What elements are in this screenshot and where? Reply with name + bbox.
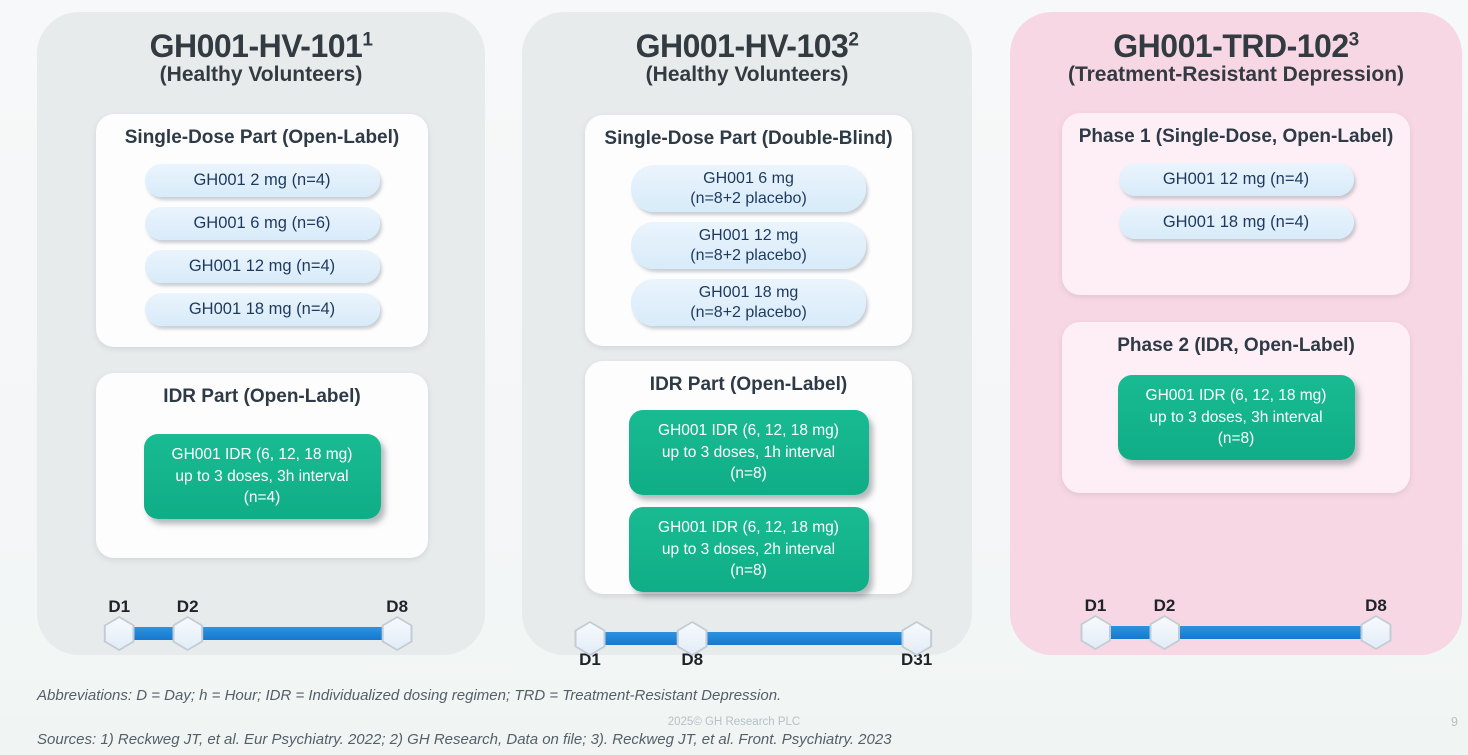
timeline-marker-inner <box>1151 617 1178 648</box>
idr-regimen-box: GH001 IDR (6, 12, 18 mg) up to 3 doses, … <box>628 410 869 496</box>
timeline-marker-inner <box>1362 617 1390 648</box>
footer-sources: Sources: 1) Reckweg JT, et al. Eur Psych… <box>37 731 892 748</box>
section-heading: Single-Dose Part (Double-Blind) <box>604 128 893 149</box>
dose-pill: GH001 18 mg (n=4) <box>144 293 380 326</box>
idr-line: (n=8) <box>1217 430 1255 448</box>
timeline: D1 D8 D31 <box>574 602 932 672</box>
timeline-marker-icon <box>1360 615 1392 650</box>
study-subtitle: (Healthy Volunteers) <box>159 63 363 87</box>
section-card-phase2: Phase 2 (IDR, Open-Label) GH001 IDR (6, … <box>1062 322 1410 493</box>
study-title: GH001-TRD-1023 <box>1010 28 1462 64</box>
study-panel-hv103: GH001-HV-1032 (Healthy Volunteers) Singl… <box>522 12 972 669</box>
footnote-ref: 2 <box>848 29 859 51</box>
study-title: GH001-HV-1032 <box>522 28 972 64</box>
timeline: D1 D2 D8 <box>1080 596 1392 666</box>
timeline-day-label: D8 <box>386 597 409 616</box>
dose-pill: GH001 6 mg (n=6) <box>144 207 380 240</box>
study-subtitle: (Treatment-Resistant Depression) <box>1067 63 1405 87</box>
dose-pill: GH001 18 mg (n=4) <box>1118 206 1354 239</box>
idr-line: GH001 IDR (6, 12, 18 mg) <box>171 446 353 463</box>
footer-abbreviations: Abbreviations: D = Day; h = Hour; IDR = … <box>37 687 782 704</box>
study-title-text: GH001-HV-103 <box>635 28 849 64</box>
idr-line: up to 3 doses, 1h interval <box>661 443 836 461</box>
timeline-marker-inner <box>105 618 133 649</box>
footnote-ref: 1 <box>362 29 373 51</box>
timeline: D1 D2 D8 <box>103 597 413 667</box>
section-card-idr: IDR Part (Open-Label) GH001 IDR (6, 12, … <box>585 361 912 594</box>
study-panel-hv101: GH001-HV-1011 (Healthy Volunteers) Singl… <box>37 12 485 655</box>
timeline-marker-inner <box>1082 617 1109 648</box>
section-card-single-dose: Single-Dose Part (Open-Label) GH001 2 mg… <box>96 114 428 347</box>
idr-line: GH001 IDR (6, 12, 18 mg) <box>658 422 839 439</box>
dose-pill-line: GH001 12 mg <box>698 226 799 244</box>
dose-pill-line: GH001 18 mg <box>698 283 799 301</box>
dose-pill-stack: GH001 12 mg (n=4) GH001 18 mg (n=4) <box>1118 163 1354 239</box>
timeline-day-label: D8 <box>1365 596 1387 615</box>
section-card-single-dose: Single-Dose Part (Double-Blind) GH001 6 … <box>585 115 912 346</box>
study-title: GH001-HV-1011 <box>37 28 485 64</box>
timeline-day-label: D2 <box>176 597 199 616</box>
section-card-phase1: Phase 1 (Single-Dose, Open-Label) GH001 … <box>1062 113 1410 295</box>
section-heading: Phase 2 (IDR, Open-Label) <box>1117 335 1355 356</box>
study-title-text: GH001-TRD-102 <box>1113 28 1349 64</box>
idr-line: GH001 IDR (6, 12, 18 mg) <box>658 519 839 537</box>
idr-regimen-box: GH001 IDR (6, 12, 18 mg) up to 3 doses, … <box>143 434 381 520</box>
dose-pill-stack: GH001 6 mg (n=8+2 placebo) GH001 12 mg (… <box>631 165 866 326</box>
timeline-marker-inner <box>174 618 202 649</box>
dose-pill: GH001 6 mg (n=8+2 placebo) <box>631 165 866 212</box>
timeline-day-label: D8 <box>681 650 704 669</box>
timeline-marker-icon <box>172 616 204 651</box>
idr-line: GH001 IDR (6, 12, 18 mg) <box>1145 387 1327 404</box>
dose-pill: GH001 12 mg (n=4) <box>1118 163 1354 196</box>
timeline-bar <box>587 632 918 645</box>
idr-box-stack: GH001 IDR (6, 12, 18 mg) up to 3 doses, … <box>1117 375 1355 461</box>
section-heading: IDR Part (Open-Label) <box>163 386 361 407</box>
timeline-marker-inner <box>678 623 706 654</box>
page-number: 9 <box>1451 715 1458 729</box>
timeline-marker-inner <box>903 623 931 654</box>
timeline-day-label: D2 <box>1153 596 1176 615</box>
study-panel-trd102: GH001-TRD-1023 (Treatment-Resistant Depr… <box>1010 12 1462 655</box>
section-heading: IDR Part (Open-Label) <box>649 374 848 395</box>
idr-regimen-box: GH001 IDR (6, 12, 18 mg) up to 3 doses, … <box>1117 375 1355 461</box>
dose-pill: GH001 18 mg (n=8+2 placebo) <box>631 279 866 326</box>
dose-pill: GH001 12 mg (n=8+2 placebo) <box>631 222 866 269</box>
timeline-marker-inner <box>576 623 604 654</box>
section-heading: Phase 1 (Single-Dose, Open-Label) <box>1078 126 1394 147</box>
dose-pill: GH001 2 mg (n=4) <box>144 164 380 197</box>
timeline-marker-inner <box>383 618 411 649</box>
timeline-marker-icon <box>381 616 413 651</box>
idr-regimen-box: GH001 IDR (6, 12, 18 mg) up to 3 doses, … <box>628 507 869 593</box>
timeline-marker-icon <box>1080 615 1111 650</box>
timeline-marker-icon <box>901 621 933 656</box>
dose-pill-line: (n=8+2 placebo) <box>690 189 807 207</box>
idr-box-stack: GH001 IDR (6, 12, 18 mg) up to 3 doses, … <box>628 410 869 593</box>
study-subtitle: (Healthy Volunteers) <box>645 63 849 87</box>
dose-pill: GH001 12 mg (n=4) <box>144 250 380 283</box>
timeline-day-label: D1 <box>108 597 131 616</box>
timeline-day-label: D1 <box>579 650 601 669</box>
section-card-idr: IDR Part (Open-Label) GH001 IDR (6, 12, … <box>96 373 428 558</box>
timeline-marker-icon <box>1149 615 1180 650</box>
section-heading: Single-Dose Part (Open-Label) <box>124 127 400 148</box>
timeline-day-label: D1 <box>1084 596 1107 615</box>
idr-line: up to 3 doses, 3h interval <box>1149 408 1323 426</box>
dose-pill-stack: GH001 2 mg (n=4) GH001 6 mg (n=6) GH001 … <box>144 164 380 326</box>
timeline-day-label: D31 <box>901 650 933 669</box>
dose-pill-line: GH001 6 mg <box>703 169 794 187</box>
idr-box-stack: GH001 IDR (6, 12, 18 mg) up to 3 doses, … <box>143 434 381 520</box>
idr-line: (n=8) <box>730 562 767 580</box>
dose-pill-line: (n=8+2 placebo) <box>690 246 807 264</box>
footer-copyright: 2025© GH Research PLC <box>667 716 801 728</box>
timeline-marker-icon <box>103 616 135 651</box>
dose-pill-line: (n=8+2 placebo) <box>690 303 807 321</box>
idr-line: up to 3 doses, 2h interval <box>661 540 836 558</box>
idr-line: (n=4) <box>243 489 281 507</box>
idr-line: (n=8) <box>730 465 767 483</box>
timeline-bar <box>114 627 401 640</box>
study-title-text: GH001-HV-101 <box>149 28 363 64</box>
footnote-ref: 3 <box>1348 29 1360 51</box>
idr-line: up to 3 doses, 3h interval <box>175 467 349 485</box>
timeline-bar <box>1087 626 1383 639</box>
